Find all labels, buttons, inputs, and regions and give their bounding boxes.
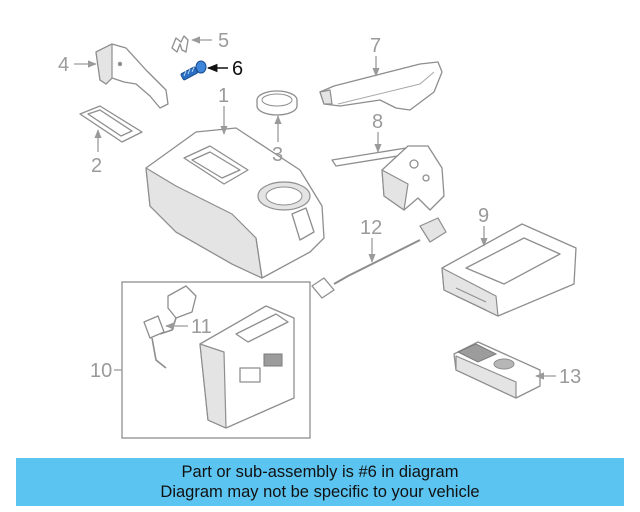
banner-line-2: Diagram may not be specific to your vehi…	[160, 483, 480, 501]
callout-9: 9	[478, 205, 489, 227]
leader-lines	[74, 36, 556, 380]
callout-12: 12	[360, 217, 382, 239]
part-5-clip	[171, 35, 189, 53]
part-6-screw	[180, 60, 207, 81]
callout-7: 7	[370, 35, 381, 57]
callout-3: 3	[272, 144, 283, 166]
parts-diagram: 4 5 6 2 3 1 7 8 9 12 11 10 13	[58, 30, 581, 439]
part-7-handle	[319, 61, 443, 111]
part-13-switch	[453, 341, 541, 399]
callout-5: 5	[218, 30, 229, 52]
part-2-pad	[79, 105, 143, 143]
callout-numbers: 4 5 6 2 3 1 7 8 9 12 11 10 13	[58, 30, 581, 388]
callout-11: 11	[191, 316, 212, 338]
part-4-trim-bracket	[95, 43, 169, 109]
banner-line-1: Part or sub-assembly is #6 in diagram	[181, 463, 459, 481]
callout-2: 2	[91, 155, 102, 177]
info-banner: Part or sub-assembly is #6 in diagram Di…	[16, 458, 624, 506]
callout-8: 8	[372, 111, 383, 133]
callout-1: 1	[218, 85, 229, 107]
part-12-harness	[311, 217, 447, 299]
callout-4: 4	[58, 54, 69, 76]
callout-13: 13	[559, 366, 581, 388]
part-8-lever	[331, 145, 445, 211]
part-3-ring	[256, 90, 298, 116]
part-10-detail-box	[121, 281, 311, 439]
part-1-console	[145, 127, 325, 279]
callout-6: 6	[232, 58, 243, 80]
part-9-module	[441, 223, 577, 317]
callout-10: 10	[90, 360, 112, 382]
